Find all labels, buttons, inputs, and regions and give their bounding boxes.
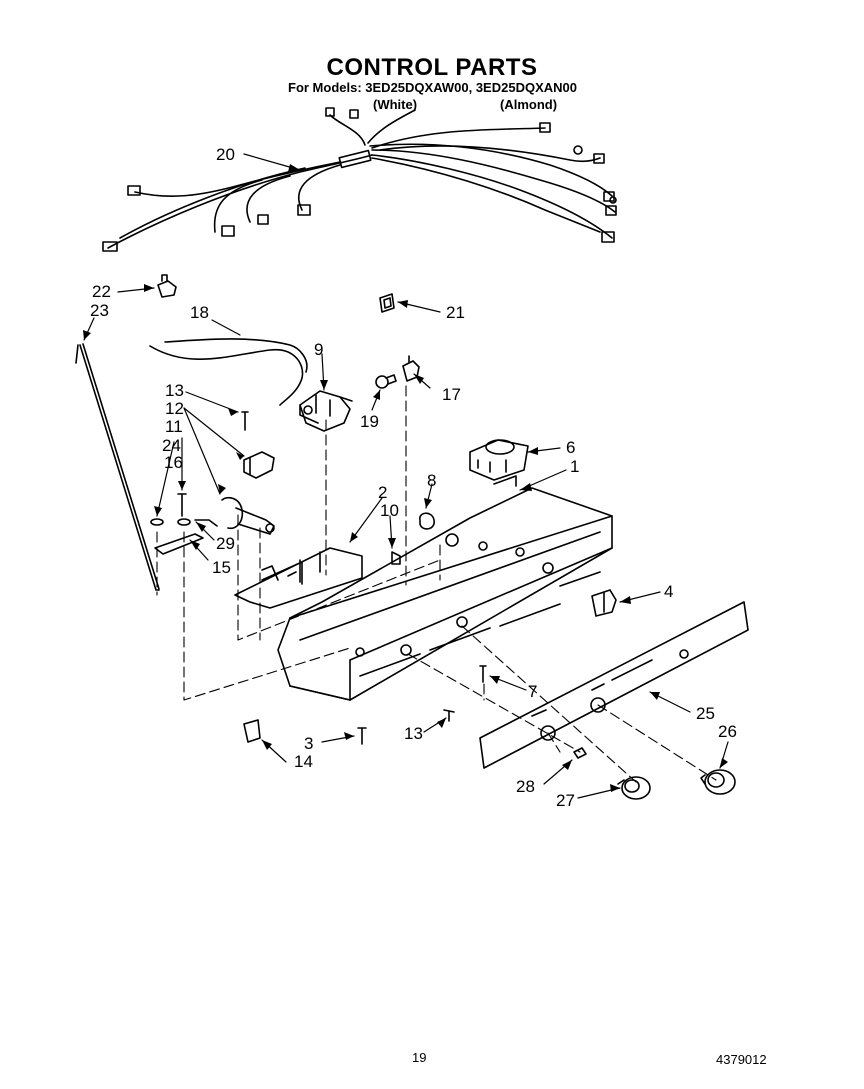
- thermostat-9: [299, 390, 353, 432]
- callout-14: 14: [294, 752, 313, 771]
- callout-13: 13: [404, 724, 423, 743]
- screw-10: [391, 551, 401, 565]
- callout-23: 23: [90, 301, 109, 320]
- callout-12: 12: [165, 399, 184, 418]
- switch-4: [591, 589, 617, 617]
- callout-24: 24: [162, 436, 181, 455]
- callout-13: 13: [165, 381, 184, 400]
- washer-24: [150, 518, 164, 526]
- document-number: 4379012: [716, 1052, 767, 1067]
- callout-21: 21: [446, 303, 465, 322]
- wire-harness: [102, 107, 617, 252]
- bracket-21: [379, 293, 395, 313]
- lever-15: [154, 533, 204, 555]
- callout-20: 20: [216, 145, 235, 164]
- callout-6: 6: [566, 438, 575, 457]
- capillary-18: [149, 345, 304, 406]
- callout-1: 1: [570, 457, 579, 476]
- knob-26: [700, 769, 736, 795]
- callout-18: 18: [190, 303, 209, 322]
- callout-11: 11: [165, 417, 183, 436]
- callout-9: 9: [314, 340, 323, 359]
- control-panel-25: [479, 601, 749, 769]
- page-number: 19: [412, 1050, 427, 1065]
- screw-13: [241, 411, 249, 431]
- callout-26: 26: [718, 722, 737, 741]
- control-housing-1: [277, 475, 613, 701]
- spring-29: [194, 519, 218, 527]
- callout-22: 22: [92, 282, 111, 301]
- bulb-19: [375, 375, 389, 389]
- callout-17: 17: [442, 385, 461, 404]
- callout-29: 29: [216, 534, 235, 553]
- callout-19: 19: [360, 412, 379, 431]
- screw-16: [177, 493, 187, 517]
- clip-14: [243, 719, 261, 743]
- callout-28: 28: [516, 777, 535, 796]
- callout-15: 15: [212, 558, 231, 577]
- screw-13b: [443, 709, 455, 722]
- callout-8: 8: [427, 471, 436, 490]
- page-title: CONTROL PARTS: [326, 54, 538, 81]
- clip-22: [157, 274, 177, 298]
- rod-23: [75, 343, 160, 591]
- bracket-2: [234, 547, 363, 609]
- callout-27: 27: [556, 791, 575, 810]
- callout-3: 3: [304, 734, 313, 753]
- callout-4: 4: [664, 582, 673, 601]
- screw-3: [357, 727, 367, 745]
- damper-control-6: [469, 439, 529, 481]
- models-line: For Models: 3ED25DQXAW00, 3ED25DQXAN00: [288, 80, 577, 95]
- callout-2: 2: [378, 483, 387, 502]
- knob-8: [419, 512, 435, 530]
- callout-16: 16: [164, 453, 183, 472]
- variant-almond: (Almond): [500, 97, 558, 112]
- bracket-12: [243, 451, 275, 479]
- callout-25: 25: [696, 704, 715, 723]
- knob-shaft-11: [221, 496, 275, 535]
- spring-28: [573, 747, 587, 759]
- callout-10: 10: [380, 501, 399, 520]
- variant-white: (White): [373, 97, 418, 112]
- callout-7: 7: [528, 682, 537, 701]
- screw-7: [479, 665, 487, 683]
- socket-17: [402, 355, 420, 382]
